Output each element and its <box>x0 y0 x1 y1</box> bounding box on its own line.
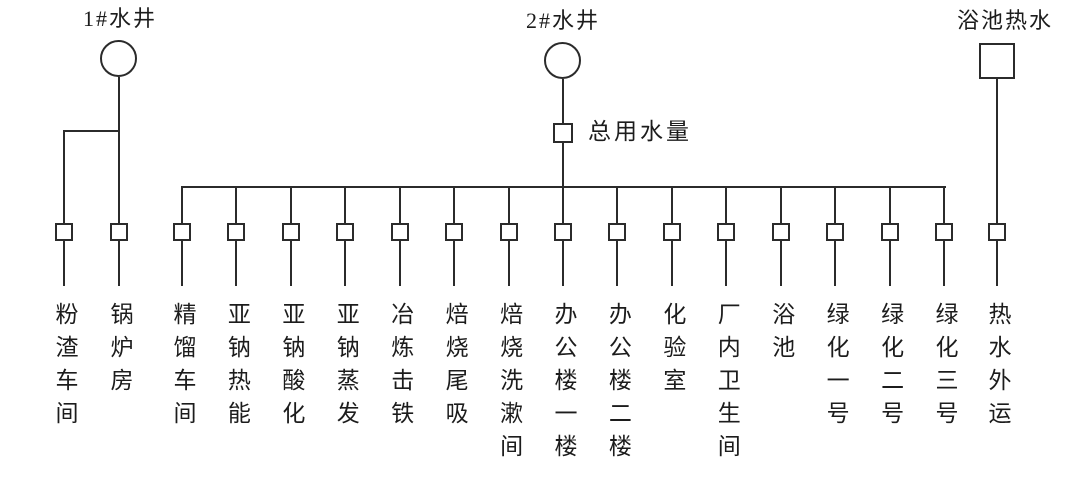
pipe-drop-line <box>779 241 782 286</box>
branch-label: 精馏车间 <box>170 302 195 434</box>
water-meter-symbol <box>771 223 790 241</box>
well2-label: 2#水井 <box>525 8 601 33</box>
pipe-drop-line <box>670 241 673 286</box>
branch-label: 绿化三号 <box>932 302 957 434</box>
pipe-riser-line <box>779 186 782 223</box>
water-meter-symbol <box>227 223 246 241</box>
well2-feed-line-lower <box>562 143 564 188</box>
pipe-riser-line <box>562 186 564 223</box>
water-meter-symbol <box>336 223 355 241</box>
branch-label: 办公楼二楼 <box>605 302 631 467</box>
branch-label: 办公楼一楼 <box>551 302 576 467</box>
branch-label: 焙烧尾吸 <box>442 302 468 434</box>
pipe-drop-line <box>453 241 456 286</box>
pipe-drop-line <box>943 241 945 286</box>
pipe-riser-line <box>289 186 292 223</box>
branch-label: 绿化二号 <box>877 302 903 434</box>
pipe-drop-line <box>398 241 401 286</box>
pipe-riser-line <box>725 186 728 223</box>
pipe-riser-line <box>670 186 673 223</box>
pipe-riser-line <box>507 186 510 223</box>
branch-label: 亚钠酸化 <box>278 302 304 434</box>
pipe-riser-line <box>63 130 65 223</box>
pipe-riser-line <box>235 186 238 223</box>
pipe-riser-line <box>344 186 347 223</box>
water-meter-symbol <box>717 223 736 241</box>
branch-label: 锅炉房 <box>107 302 132 401</box>
pipe-drop-line <box>63 241 65 286</box>
water-meter-symbol <box>281 223 300 241</box>
water-meter-symbol <box>988 223 1006 241</box>
branch-label: 粉渣车间 <box>52 302 77 434</box>
water-meter-symbol <box>173 223 191 241</box>
bath-hot-water-symbol-square-icon <box>979 43 1015 79</box>
water-meter-symbol <box>608 223 627 241</box>
water-meter-symbol <box>880 223 899 241</box>
water-meter-symbol <box>499 223 518 241</box>
water-meter-symbol <box>554 223 572 241</box>
pipe-drop-line <box>289 241 292 286</box>
total-meter-label: 总用水量 <box>588 119 692 144</box>
water-meter-symbol <box>55 223 73 241</box>
pipe-drop-line <box>344 241 347 286</box>
pipe-drop-line <box>996 241 998 286</box>
pipe-drop-line <box>507 241 510 286</box>
pipe-drop-line <box>834 241 837 286</box>
pipe-riser-line <box>118 77 120 223</box>
pipe-riser-line <box>453 186 456 223</box>
pipe-drop-line <box>562 241 564 286</box>
well1-symbol-circle-icon <box>100 40 137 77</box>
water-meter-symbol <box>826 223 845 241</box>
water-meter-symbol <box>390 223 409 241</box>
branch-label: 热水外运 <box>985 302 1010 434</box>
pipe-riser-line <box>943 186 945 223</box>
pipe-riser-line <box>181 186 183 223</box>
branch-label: 冶炼击铁 <box>387 302 413 434</box>
water-meter-symbol <box>110 223 128 241</box>
pipe-drop-line <box>118 241 120 286</box>
pipe-drop-line <box>235 241 238 286</box>
water-meter-symbol <box>935 223 953 241</box>
branch-label: 绿化一号 <box>823 302 849 434</box>
pipe-drop-line <box>616 241 619 286</box>
water-meter-symbol <box>662 223 681 241</box>
well1-label: 1#水井 <box>82 6 158 31</box>
branch-label: 化验室 <box>659 302 685 401</box>
branch-label: 亚钠热能 <box>224 302 250 434</box>
total-water-meter-symbol <box>553 123 573 143</box>
pipe-drop-line <box>181 241 183 286</box>
pipe-riser-line <box>398 186 401 223</box>
branch-label: 亚钠蒸发 <box>333 302 359 434</box>
pipe-riser-line <box>996 79 998 223</box>
branch-label: 浴池 <box>768 302 794 368</box>
pipe-drop-line <box>888 241 891 286</box>
bath-hot-water-label: 浴池热水 <box>956 8 1054 33</box>
pipe-riser-line <box>888 186 891 223</box>
water-meter-symbol <box>445 223 464 241</box>
pipe-drop-line <box>725 241 728 286</box>
well1-branch-connector-line <box>63 130 120 132</box>
branch-label: 焙烧洗漱间 <box>496 302 522 467</box>
pipe-riser-line <box>834 186 837 223</box>
pipe-riser-line <box>616 186 619 223</box>
branch-label: 厂内卫生间 <box>714 302 740 467</box>
well2-feed-line-upper <box>562 79 564 123</box>
well2-symbol-circle-icon <box>544 42 581 79</box>
